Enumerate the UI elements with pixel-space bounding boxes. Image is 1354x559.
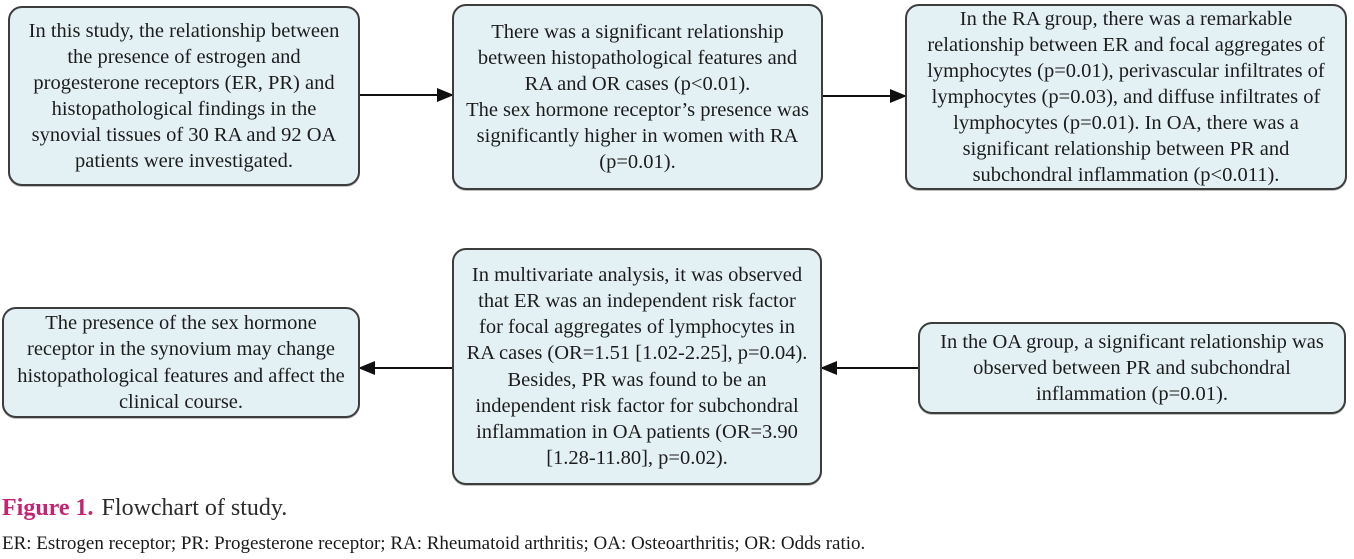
flow-box-ra-group-findings: In the RA group, there was a remarkable … bbox=[905, 4, 1347, 190]
flow-box-text: The presence of the sex hormone receptor… bbox=[17, 312, 345, 413]
figure-caption-label: Figure 1. bbox=[2, 495, 94, 521]
flow-box-study-overview: In this study, the relationship between … bbox=[8, 6, 360, 186]
flow-box-text: In the OA group, a significant relations… bbox=[940, 330, 1324, 406]
arrow-left-icon bbox=[360, 367, 452, 369]
flow-box-conclusion: The presence of the sex hormone receptor… bbox=[2, 307, 360, 418]
flow-box-text: In the RA group, there was a remarkable … bbox=[927, 7, 1325, 187]
arrow-right-icon bbox=[823, 95, 905, 97]
flow-box-text: There was a significant relationship bet… bbox=[466, 20, 809, 174]
arrow-left-icon bbox=[822, 367, 918, 369]
flow-box-multivariate-analysis: In multivariate analysis, it was observe… bbox=[452, 248, 822, 485]
figure-caption-text: Flowchart of study. bbox=[101, 495, 288, 521]
figure-footnote: ER: Estrogen receptor; PR: Progesterone … bbox=[2, 533, 866, 554]
flow-box-text: In this study, the relationship between … bbox=[28, 19, 340, 173]
flow-box-text: In multivariate analysis, it was observe… bbox=[466, 264, 808, 469]
figure-caption: Figure 1. Flowchart of study. bbox=[2, 495, 287, 522]
flow-box-histopathology-relationship: There was a significant relationship bet… bbox=[452, 4, 823, 190]
arrow-right-icon bbox=[360, 94, 452, 96]
flow-box-oa-group-findings: In the OA group, a significant relations… bbox=[918, 322, 1346, 414]
